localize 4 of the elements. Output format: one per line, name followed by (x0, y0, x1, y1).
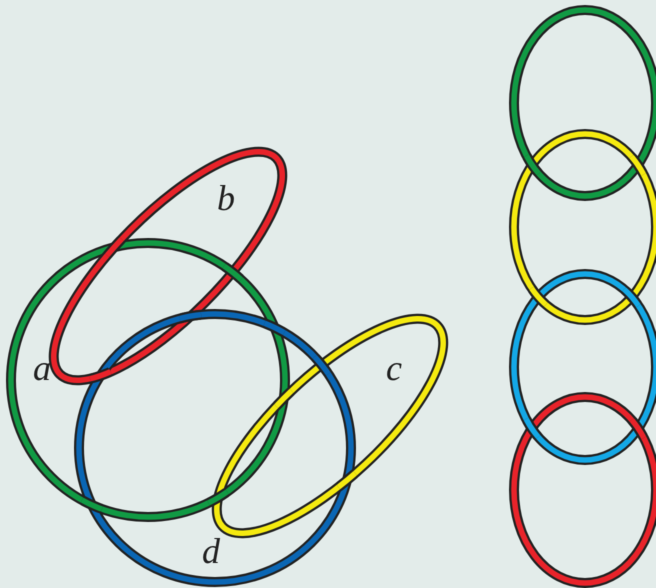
ring-label: d (202, 533, 220, 570)
ring-label: b (217, 180, 235, 216)
ring-label: a (33, 350, 51, 386)
ring-label: c (386, 350, 402, 386)
